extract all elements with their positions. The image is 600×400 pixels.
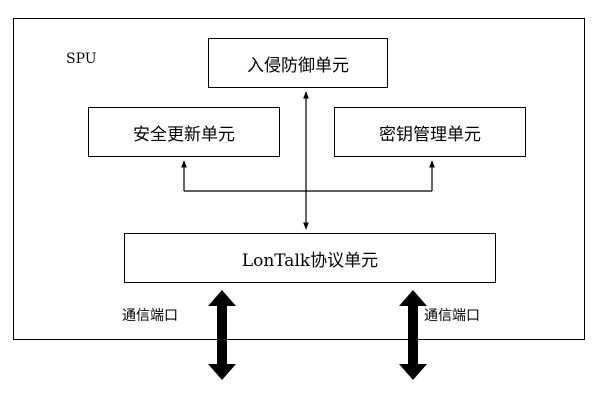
- left-port-arrow: [208, 290, 236, 380]
- security-update-unit: 安全更新单元: [88, 107, 280, 157]
- right-port-arrow: [399, 290, 427, 380]
- lontalk-protocol-unit: LonTalk协议单元: [124, 233, 496, 283]
- spu-label: SPU: [66, 51, 97, 67]
- key-management-unit-label: 密钥管理单元: [379, 124, 481, 145]
- security-update-unit-label: 安全更新单元: [133, 124, 235, 145]
- right-port-label: 通信端口: [424, 308, 480, 324]
- lontalk-protocol-unit-label: LonTalk协议单元: [241, 250, 379, 271]
- intrusion-defense-unit-label: 入侵防御单元: [247, 55, 349, 76]
- intrusion-defense-unit: 入侵防御单元: [208, 38, 388, 88]
- key-management-unit: 密钥管理单元: [334, 107, 526, 157]
- left-port-label: 通信端口: [122, 308, 178, 324]
